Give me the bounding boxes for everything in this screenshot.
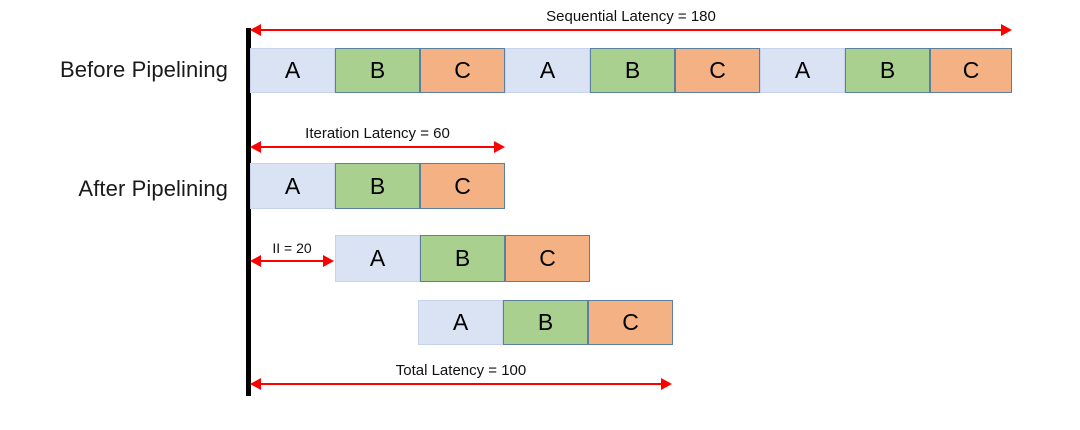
measure-iteration-latency: Iteration Latency = 60 [250,125,505,153]
time-axis [246,28,251,396]
row-label-before-pipelining: Before Pipelining [59,57,228,82]
block-after-iter3-stage-a: A [418,300,503,345]
block-after-iter2-stage-a: A [335,235,420,282]
arrow-head-right-icon [494,141,505,153]
measure-initiation-interval: II = 20 [250,240,334,267]
block-before-iter3-stage-c: C [930,48,1012,93]
arrow-head-left-icon [250,255,261,267]
arrow-head-left-icon [250,141,261,153]
measure-total-latency: Total Latency = 100 [250,362,672,390]
arrow-line [256,260,328,262]
block-after-iter1-stage-c: C [420,163,505,209]
block-after-iter1-stage-b: B [335,163,420,209]
arrow-head-left-icon [250,378,261,390]
block-after-iter1-stage-a: A [250,163,335,209]
arrow-line [256,383,666,385]
block-before-iter3-stage-a: A [760,48,845,93]
row-label-after-pipelining: After Pipelining [78,176,228,201]
block-after-iter2-stage-b: B [420,235,505,282]
block-before-iter1-stage-b: B [335,48,420,93]
measure-caption: Total Latency = 100 [395,362,527,379]
measure-caption: Sequential Latency = 180 [546,8,716,25]
block-before-iter1-stage-c: C [420,48,505,93]
block-before-iter2-stage-b: B [590,48,675,93]
measure-caption: II = 20 [272,240,312,256]
block-before-iter3-stage-b: B [845,48,930,93]
arrow-head-right-icon [1001,24,1012,36]
arrow-head-right-icon [323,255,334,267]
block-after-iter3-stage-b: B [503,300,588,345]
block-before-iter2-stage-c: C [675,48,760,93]
arrow-head-right-icon [661,378,672,390]
block-before-iter1-stage-a: A [250,48,335,93]
arrow-line [256,146,499,148]
measure-caption: Iteration Latency = 60 [305,125,450,142]
arrow-line [256,29,1006,31]
block-after-iter2-stage-c: C [505,235,590,282]
arrow-head-left-icon [250,24,261,36]
measure-sequential-latency: Sequential Latency = 180 [250,8,1012,36]
block-after-iter3-stage-c: C [588,300,673,345]
block-before-iter2-stage-a: A [505,48,590,93]
